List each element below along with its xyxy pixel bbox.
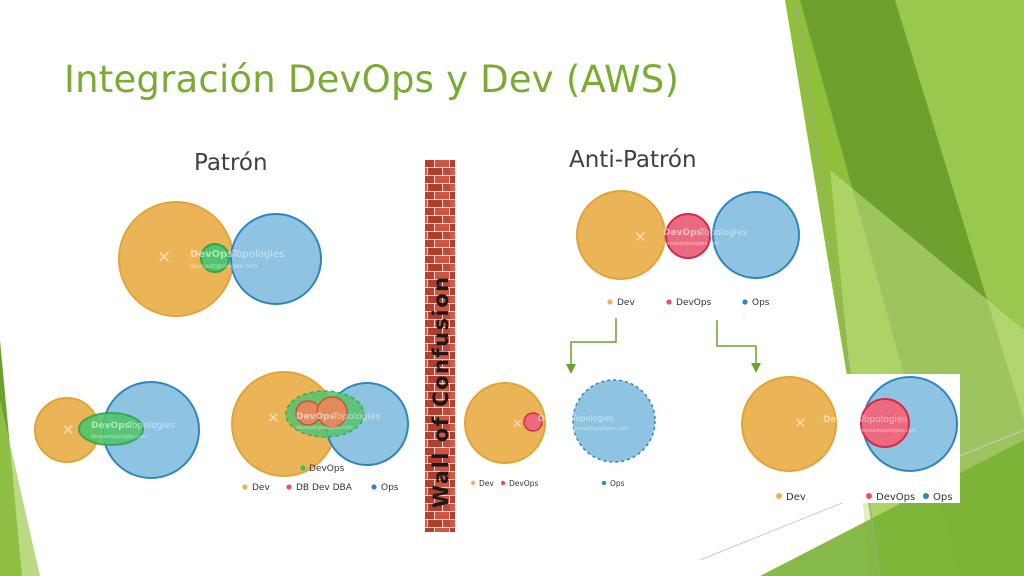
dba-circle xyxy=(316,396,348,428)
legend-label-dev: Dev xyxy=(617,298,635,308)
devops-circle xyxy=(523,412,543,432)
watermark-url: devopstopologies.com xyxy=(860,428,916,434)
watermark-icon: ✕ xyxy=(512,417,523,432)
ops-circle xyxy=(712,191,800,279)
legend-label-dev: Dev xyxy=(786,492,806,503)
watermark-icon: ✕ xyxy=(634,228,647,246)
watermark-3: ✕ DevOps Topologies devopstopologies.com xyxy=(267,409,380,431)
watermark-icon: ✕ xyxy=(157,248,171,268)
antipattern-top-group xyxy=(576,190,800,280)
pattern-bottom-left-group xyxy=(34,381,200,479)
legend-dot-dbdev xyxy=(286,484,292,490)
legend-label-devops: DevOps xyxy=(876,492,915,503)
watermark-6: ✕ DevOps Topologies devopstopologies.com xyxy=(794,414,916,434)
arrow-left xyxy=(566,318,617,374)
legend-dot-dev xyxy=(607,299,613,305)
dev-circle xyxy=(576,190,666,280)
watermark-4: ✕ DevOps Topologies devopstopologies.com xyxy=(634,228,747,247)
deco-panel-left-2 xyxy=(0,400,40,576)
pattern-dba-group xyxy=(231,371,409,477)
legend-dot-devops xyxy=(666,299,672,305)
watermark-url: devopstopologies.com xyxy=(190,263,258,270)
wall-of-confusion: Wall of Confusion xyxy=(425,160,455,532)
legend-dot-dev xyxy=(776,493,782,499)
watermark-icon: ✕ xyxy=(62,421,75,439)
watermark-brand: DevOps xyxy=(296,412,335,422)
legend-anti-top: Dev DevOps Ops xyxy=(607,298,770,308)
legend-label-dbdev: DB Dev DBA xyxy=(296,483,353,493)
watermark-url: devopstopologies.com xyxy=(296,425,352,431)
legend-dot-devops xyxy=(866,493,872,499)
wall-label: Wall of Confusion xyxy=(429,275,453,508)
watermark-url: devopstopologies.com xyxy=(91,434,147,440)
ops-circle xyxy=(230,213,322,305)
pattern-heading: Patrón xyxy=(194,150,268,176)
legend-dot-ops xyxy=(371,484,377,490)
brick-wall xyxy=(425,160,455,532)
legend-dot-dev xyxy=(242,484,248,490)
watermark-brand: DevOps xyxy=(538,414,573,423)
watermark-url: devopstopologies.com xyxy=(572,426,628,432)
legend-dot-devops xyxy=(500,480,506,486)
legend-label-ops: Ops xyxy=(752,298,770,308)
legend-label-dev: Dev xyxy=(252,483,270,493)
watermark-suffix: Topologies xyxy=(332,412,380,422)
devops-circle xyxy=(665,213,711,259)
watermark-icon: ✕ xyxy=(794,414,807,432)
pattern-top-group xyxy=(118,201,322,317)
dev-circle xyxy=(741,376,837,472)
devops-circle xyxy=(860,398,910,448)
legend-dot-ops xyxy=(923,493,929,499)
legend-anti-right: Dev DevOps Ops xyxy=(776,492,952,503)
devops-circle xyxy=(200,243,230,273)
legend-pattern-dba: DevOps Dev DB Dev DBA Ops xyxy=(242,464,399,493)
watermark-1: ✕ DevOps Topologies devopstopologies.com xyxy=(157,248,284,270)
watermark-suffix: Topologies xyxy=(231,249,284,260)
dev-circle xyxy=(464,382,546,464)
legend-dot-dev xyxy=(470,480,476,486)
watermark-5: ✕ DevOps Topologies devopstopologies.com xyxy=(512,414,628,432)
devops-ellipse xyxy=(78,412,144,446)
watermark-suffix: Topologies xyxy=(127,421,175,431)
legend-anti-small: Dev DevOps Ops xyxy=(470,479,625,488)
ops-dashed-circle xyxy=(572,379,656,463)
slide-title: Integración DevOps y Dev (AWS) xyxy=(64,58,680,101)
antipattern-bottom-left-group xyxy=(464,379,656,464)
watermark-suffix: Topologies xyxy=(571,414,614,423)
antipattern-bottom-right-group xyxy=(741,376,958,472)
legend-dot-ops xyxy=(742,299,748,305)
watermark-2: ✕ DevOps Topologies devopstopologies.com xyxy=(62,421,175,440)
legend-label-ops: Ops xyxy=(610,479,625,488)
watermark-brand: DevOps xyxy=(190,249,233,260)
watermark-icon: ✕ xyxy=(267,409,280,427)
watermark-brand: DevOps xyxy=(823,415,862,425)
legend-label-ops: Ops xyxy=(381,483,399,493)
legend-label-dev: Dev xyxy=(479,479,494,488)
watermark-suffix: Topologies xyxy=(699,228,747,238)
watermark-url: devopstopologies.com xyxy=(663,241,719,247)
legend-dot-ops xyxy=(601,480,607,486)
legend-label-devops: DevOps xyxy=(309,464,345,474)
legend-label-ops: Ops xyxy=(933,492,952,503)
legend-dot-devops xyxy=(300,465,306,471)
antipattern-heading: Anti-Patrón xyxy=(569,147,697,173)
watermark-brand: DevOps xyxy=(91,421,130,431)
legend-label-devops: DevOps xyxy=(509,479,538,488)
watermark-suffix: Topologies xyxy=(859,415,907,425)
watermark-brand: DevOps xyxy=(663,228,702,238)
legend-label-devops: DevOps xyxy=(676,298,712,308)
arrow-right xyxy=(716,320,761,373)
